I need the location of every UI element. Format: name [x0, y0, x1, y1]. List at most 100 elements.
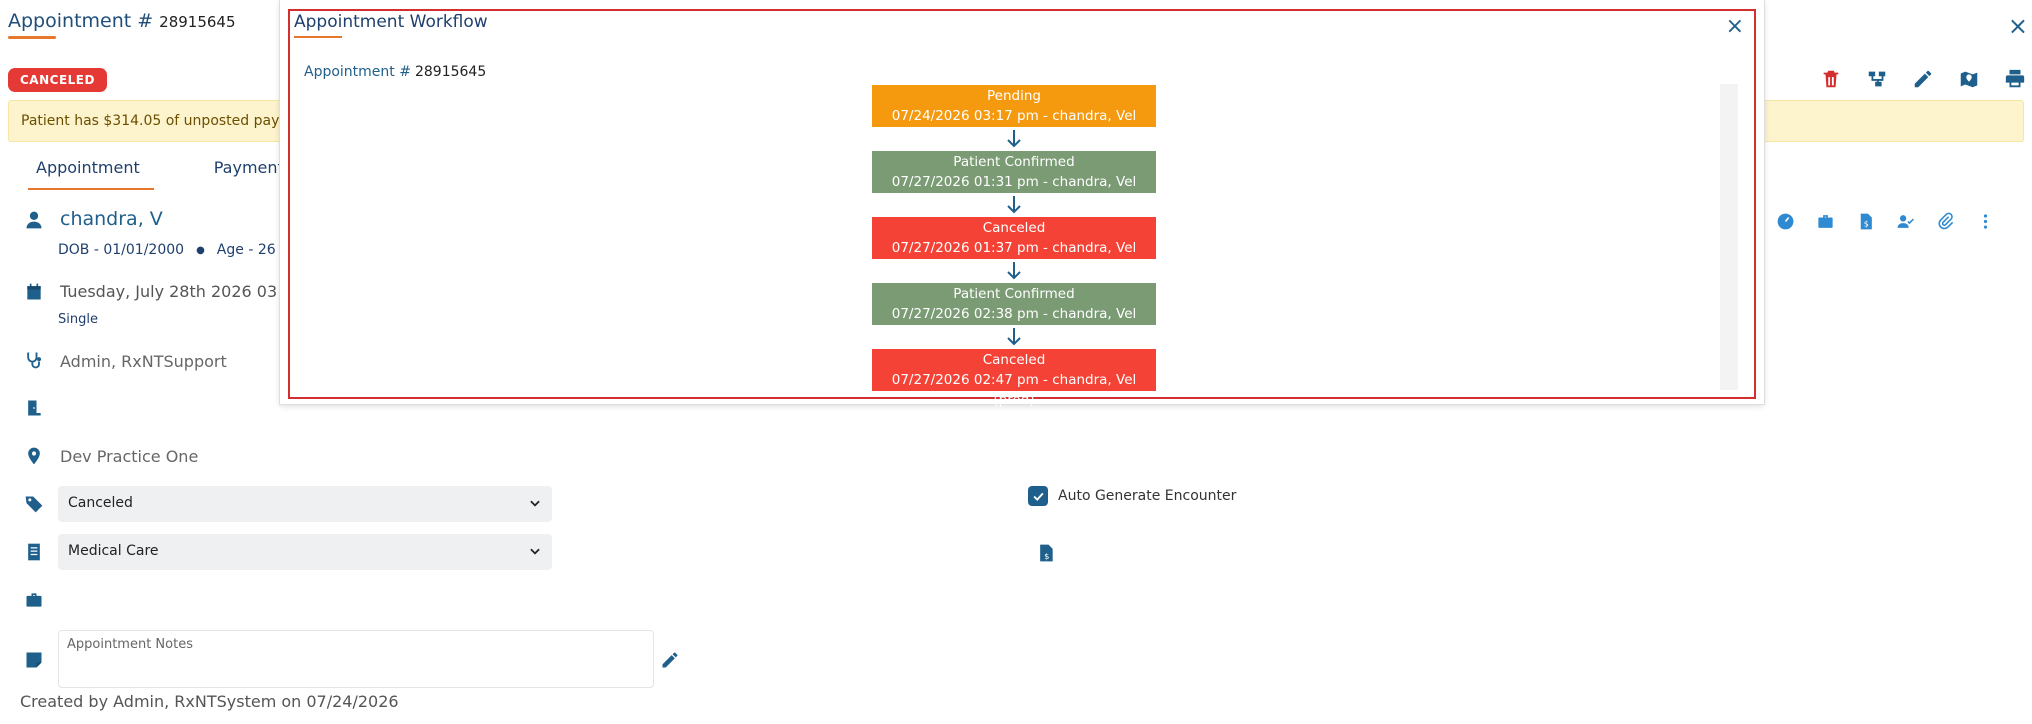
- status-badge: CANCELED: [8, 68, 107, 92]
- arrow-down-icon: [1007, 130, 1021, 148]
- map-button[interactable]: [1956, 66, 1982, 92]
- arrow-down-icon: [1007, 328, 1021, 346]
- workflow-button[interactable]: [1864, 66, 1890, 92]
- kebab-menu-icon: [1983, 213, 1987, 229]
- workflow-step: Canceled 07/27/2026 02:47 pm - chandra, …: [872, 349, 1156, 408]
- patient-name-link[interactable]: chandra, V: [60, 208, 163, 230]
- person-icon: [24, 210, 46, 232]
- attachment-button[interactable]: [1934, 210, 1956, 232]
- modal-close-icon[interactable]: ×: [1725, 14, 1744, 39]
- arrow-down-icon: [1007, 262, 1021, 280]
- svg-text:$: $: [1863, 219, 1868, 228]
- map-pin-icon: [1960, 71, 1978, 88]
- workflow-step-detail: 07/27/2026 02:47 pm - chandra, Vel (prod…: [891, 372, 1137, 408]
- workflow-arrow: [872, 259, 1156, 283]
- provider-name: Admin, RxNTSupport: [60, 352, 227, 371]
- modal-title: Appointment Workflow: [294, 12, 488, 32]
- workflow-step: Pending 07/24/2026 03:17 pm - chandra, V…: [872, 85, 1156, 144]
- dollar-file-icon: $: [1040, 544, 1053, 562]
- door-icon: [24, 398, 46, 420]
- page-title-label: Appointment #: [8, 10, 154, 32]
- patient-age: Age - 26: [216, 242, 276, 258]
- workflow-step: Patient Confirmed 07/27/2026 02:38 pm - …: [872, 283, 1156, 342]
- auto-generate-checkbox[interactable]: [1028, 486, 1048, 506]
- practice-location: Dev Practice One: [60, 447, 199, 466]
- billing-document-button[interactable]: $: [1036, 542, 1056, 564]
- status-select[interactable]: Canceled: [58, 486, 552, 522]
- printer-icon: [2005, 69, 2025, 88]
- auto-generate-label: Auto Generate Encounter: [1058, 488, 1237, 504]
- workflow-arrow: [872, 325, 1156, 349]
- sticky-note-icon: [24, 650, 46, 672]
- banner-text: Patient has $314.05 of unposted payme: [21, 113, 302, 129]
- gauge-icon: [1777, 213, 1793, 229]
- separator-dot: ●: [196, 244, 205, 256]
- chevron-down-icon: [530, 548, 540, 555]
- modal-title-underline: [294, 36, 342, 38]
- billing-doc-button[interactable]: $: [1854, 210, 1876, 232]
- tab-appointment[interactable]: Appointment: [28, 158, 154, 190]
- workflow-step: Canceled 07/27/2026 01:37 pm - chandra, …: [872, 217, 1156, 276]
- workflow-arrow: [872, 193, 1156, 217]
- workflow-step-status: Patient Confirmed: [953, 286, 1075, 302]
- appointment-notes-field[interactable]: Appointment Notes: [58, 630, 654, 688]
- modal-scrollbar[interactable]: [1720, 84, 1738, 390]
- edit-notes-button[interactable]: [660, 650, 680, 670]
- appointment-workflow-modal: Appointment Workflow × Appointment #2891…: [280, 0, 1764, 408]
- type-select-value: Medical Care: [68, 543, 159, 559]
- status-select-value: Canceled: [68, 495, 133, 511]
- modal-appt-label: Appointment #: [304, 64, 411, 80]
- pencil-icon: [1914, 70, 1932, 88]
- appointment-type-select[interactable]: Medical Care: [58, 534, 552, 570]
- check-icon: [1032, 492, 1044, 501]
- dashboard-button[interactable]: [1774, 210, 1796, 232]
- workflow-arrow: [872, 127, 1156, 151]
- briefcase-button[interactable]: [1814, 210, 1836, 232]
- trash-icon: [1823, 70, 1839, 88]
- briefcase-icon: [1817, 214, 1833, 228]
- modal-appt-number: 28915645: [414, 64, 487, 80]
- notes-placeholder: Appointment Notes: [67, 637, 193, 652]
- paperclip-icon: [1938, 212, 1953, 229]
- stethoscope-icon: [24, 350, 46, 372]
- chevron-down-icon: [530, 500, 540, 507]
- dollar-doc-icon: $: [1860, 213, 1872, 229]
- more-options-button[interactable]: [1974, 210, 1996, 232]
- delete-button[interactable]: [1818, 66, 1844, 92]
- patient-demographics: DOB - 01/01/2000 ● Age - 26: [58, 242, 276, 258]
- document-icon: [24, 542, 46, 564]
- appointment-number: 28915645: [159, 13, 236, 31]
- workflow-step: Patient Confirmed 07/27/2026 01:31 pm - …: [872, 151, 1156, 210]
- workflow-step-detail: 07/24/2026 03:17 pm - chandra, Vel (prod…: [891, 108, 1137, 144]
- workflow-steps: Pending 07/24/2026 03:17 pm - chandra, V…: [872, 85, 1156, 408]
- workflow-step-detail: 07/27/2026 01:31 pm - chandra, Vel (prod…: [891, 174, 1137, 210]
- created-by-line: Created by Admin, RxNTSystem on 07/24/20…: [20, 692, 399, 711]
- page-title: Appointment # 28915645: [8, 10, 236, 32]
- workflow-step-status: Canceled: [982, 352, 1046, 368]
- print-button[interactable]: [2002, 66, 2028, 92]
- workflow-step-status: Canceled: [982, 220, 1046, 236]
- recurrence-label: Single: [58, 312, 98, 327]
- close-page-icon[interactable]: ×: [2007, 12, 2028, 40]
- patient-dob: DOB - 01/01/2000: [58, 242, 185, 258]
- tag-icon: [24, 494, 46, 516]
- patient-action-icons: $: [1774, 210, 1996, 232]
- title-underline: [8, 36, 56, 39]
- appointment-datetime: Tuesday, July 28th 2026 03:1: [60, 282, 293, 301]
- user-check-button[interactable]: [1894, 210, 1916, 232]
- svg-text:$: $: [1044, 551, 1049, 561]
- calendar-icon: [24, 282, 46, 304]
- modal-appointment-number: Appointment #28915645: [304, 64, 486, 80]
- modal-highlight-frame: [288, 9, 1756, 399]
- tab-payment[interactable]: Payment: [213, 158, 284, 177]
- workflow-step-status: Pending: [987, 88, 1041, 104]
- workflow-icon: [1868, 71, 1886, 87]
- auto-generate-encounter: Auto Generate Encounter: [1028, 486, 1236, 506]
- edit-button[interactable]: [1910, 66, 1936, 92]
- arrow-down-icon: [1007, 196, 1021, 214]
- toolbar: [1818, 66, 2028, 92]
- pencil-icon: [662, 652, 678, 668]
- case-icon: [24, 590, 46, 612]
- user-check-icon: [1897, 214, 1914, 228]
